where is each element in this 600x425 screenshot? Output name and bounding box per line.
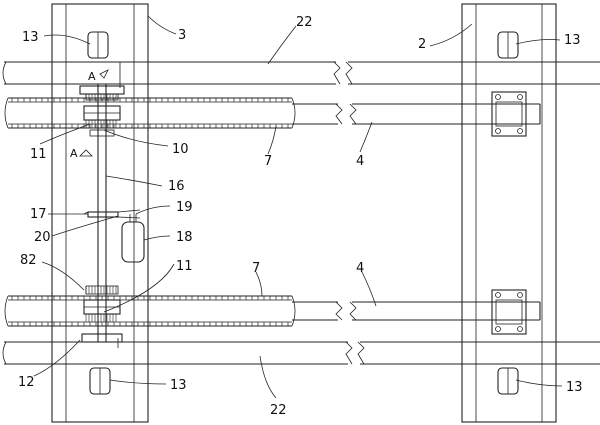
- label-10: 10: [172, 142, 189, 157]
- label-82: 82: [20, 253, 37, 268]
- label-18: 18: [176, 230, 193, 245]
- label-20: 20: [34, 230, 51, 245]
- section-mark-top: [99, 62, 121, 88]
- roller-bottom-left: [89, 367, 111, 395]
- label-a-top: A: [88, 70, 96, 83]
- label-13-bottom-right: 13: [566, 380, 583, 395]
- bottom-chain: [4, 295, 296, 327]
- bottom-bearing-block: [491, 289, 527, 335]
- label-4-bottom: 4: [356, 261, 364, 276]
- top-shaft: [292, 103, 541, 125]
- label-19: 19: [176, 200, 193, 215]
- label-11-top: 11: [30, 147, 47, 162]
- label-11-bottom: 11: [176, 259, 193, 274]
- vertical-shaft: [97, 84, 107, 342]
- bottom-sprocket-teeth: [85, 286, 117, 322]
- label-17: 17: [30, 207, 47, 222]
- label-13-top-right: 13: [564, 33, 581, 48]
- roller-bottom-right: [497, 367, 519, 395]
- label-22-bottom: 22: [270, 403, 287, 418]
- label-12: 12: [18, 375, 35, 390]
- bottom-rail: [2, 341, 600, 365]
- gear-pair: [83, 209, 141, 219]
- top-sprocket: [79, 85, 125, 137]
- label-7-top: 7: [264, 154, 272, 169]
- label-13-bottom-left: 13: [170, 378, 187, 393]
- top-bearing-block: [491, 91, 527, 137]
- roller-top-left: [87, 31, 109, 59]
- bottom-sprocket: [81, 285, 123, 348]
- label-4-top: 4: [356, 154, 364, 169]
- top-chain-teeth: [11, 98, 289, 128]
- top-rail: [2, 61, 600, 85]
- top-sprocket-teeth: [85, 94, 117, 128]
- motor: [121, 214, 145, 263]
- reference-labels: 13 3 22 2 13 A 11 10 A 7 4 16 17 19 20 1…: [18, 15, 583, 418]
- label-2: 2: [418, 37, 426, 52]
- label-13-top-left: 13: [22, 30, 39, 45]
- bottom-shaft: [292, 301, 541, 321]
- roller-top-right: [497, 31, 519, 59]
- bottom-chain-teeth: [11, 296, 289, 326]
- label-16: 16: [168, 179, 185, 194]
- label-3: 3: [178, 28, 186, 43]
- right-frame: [461, 3, 557, 423]
- top-chain: [4, 97, 296, 129]
- label-7-bottom: 7: [252, 261, 260, 276]
- section-mark-mid: [79, 149, 93, 157]
- leader-lines: [33, 15, 563, 399]
- label-22-top: 22: [296, 15, 313, 30]
- left-frame: [51, 3, 149, 423]
- label-a-mid: A: [70, 147, 78, 160]
